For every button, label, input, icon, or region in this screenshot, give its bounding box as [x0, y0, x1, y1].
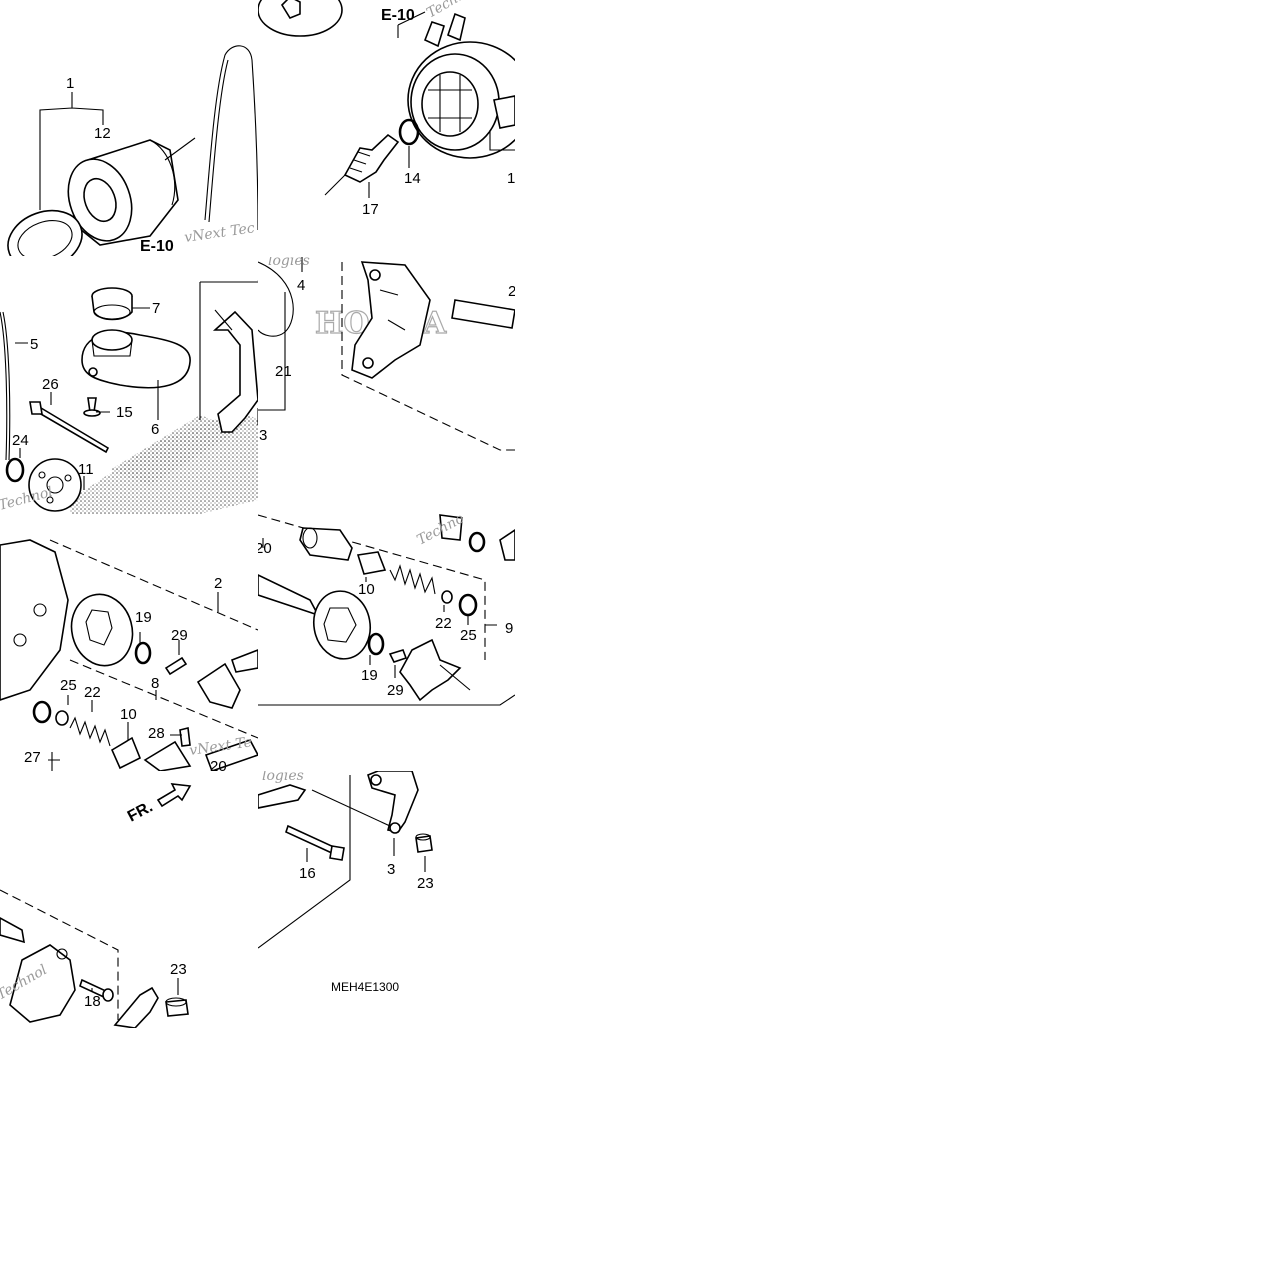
- diagram-code: MEH4E1300: [331, 980, 399, 994]
- callout-17: 17: [362, 201, 379, 218]
- cam-chain: [204, 45, 258, 231]
- tile-strainer: 7 5 26 15 6 24 11 Technol: [0, 280, 258, 514]
- callout-2-b: 2: [214, 575, 222, 592]
- watermark-d: logies: [268, 253, 310, 269]
- watermark-b: Techno: [424, 0, 476, 21]
- callout-23-a: 23: [417, 875, 434, 892]
- tile-pump-right: 20 10 22 25 9 19 29 Techno: [255, 514, 515, 706]
- callout-28: 28: [148, 725, 165, 742]
- callout-25-b: 25: [60, 677, 77, 694]
- callout-19-b: 19: [135, 609, 152, 626]
- callout-9: 9: [505, 620, 513, 637]
- callout-12: 12: [94, 125, 111, 142]
- callout-27: 27: [24, 749, 41, 766]
- callout-18: 18: [84, 993, 101, 1010]
- watermark-h: logies: [262, 768, 304, 784]
- tile-cover: HONDA 4 21 3 2 logies: [258, 253, 516, 451]
- callout-16: 16: [299, 865, 316, 882]
- callout-20-a: 20: [255, 540, 272, 557]
- callout-14: 14: [404, 170, 421, 187]
- callout-1: 1: [66, 75, 74, 92]
- callout-22-b: 22: [84, 684, 101, 701]
- callout-2-a: 2: [508, 283, 516, 300]
- callout-11: 11: [78, 461, 94, 478]
- callout-7: 7: [152, 300, 160, 317]
- callout-3-a: 3: [259, 427, 267, 444]
- callout-29-a: 29: [387, 682, 404, 699]
- callout-23-b: 23: [170, 961, 187, 978]
- callout-10-a: 10: [358, 581, 375, 598]
- callout-3-b: 3: [387, 861, 395, 878]
- reference-e10-a: E-10: [140, 238, 174, 255]
- callout-26: 26: [42, 376, 59, 393]
- oil-filter-cartridge: [67, 139, 179, 246]
- tile-oil-cooler: E-10 14 17 1 Techno: [258, 0, 515, 218]
- callout-10-b: 10: [120, 706, 137, 723]
- callout-5: 5: [30, 336, 38, 353]
- callout-24: 24: [12, 432, 29, 449]
- tile-pump-left: 2 19 29 8 25 22 10 28 27 20 vNext Te: [0, 539, 258, 775]
- tile-oil-filter: 1 12 E-10 vNext Tec: [7, 45, 258, 256]
- reference-e10-b: E-10: [381, 7, 415, 24]
- tile-pump-cover: FR. 23 18 Technol: [0, 783, 192, 1028]
- callout-8: 8: [151, 675, 159, 692]
- front-arrow: FR.: [125, 783, 192, 826]
- watermark-a: vNext Tec: [183, 220, 255, 246]
- tile-bolt: 16 3 23 MEH4E1300 logies: [258, 768, 434, 994]
- oil-filter-wrench: [7, 209, 83, 256]
- callout-6: 6: [151, 421, 159, 438]
- front-label: FR.: [125, 798, 156, 825]
- callout-19-a: 19: [361, 667, 378, 684]
- callout-21: 21: [275, 363, 292, 380]
- callout-25-a: 25: [460, 627, 477, 644]
- callout-15: 15: [116, 404, 133, 421]
- callout-29-b: 29: [171, 627, 188, 644]
- callout-1-b: 1: [507, 170, 515, 187]
- callout-22-a: 22: [435, 615, 452, 632]
- callout-20-b: 20: [210, 758, 227, 775]
- callout-4: 4: [297, 277, 305, 294]
